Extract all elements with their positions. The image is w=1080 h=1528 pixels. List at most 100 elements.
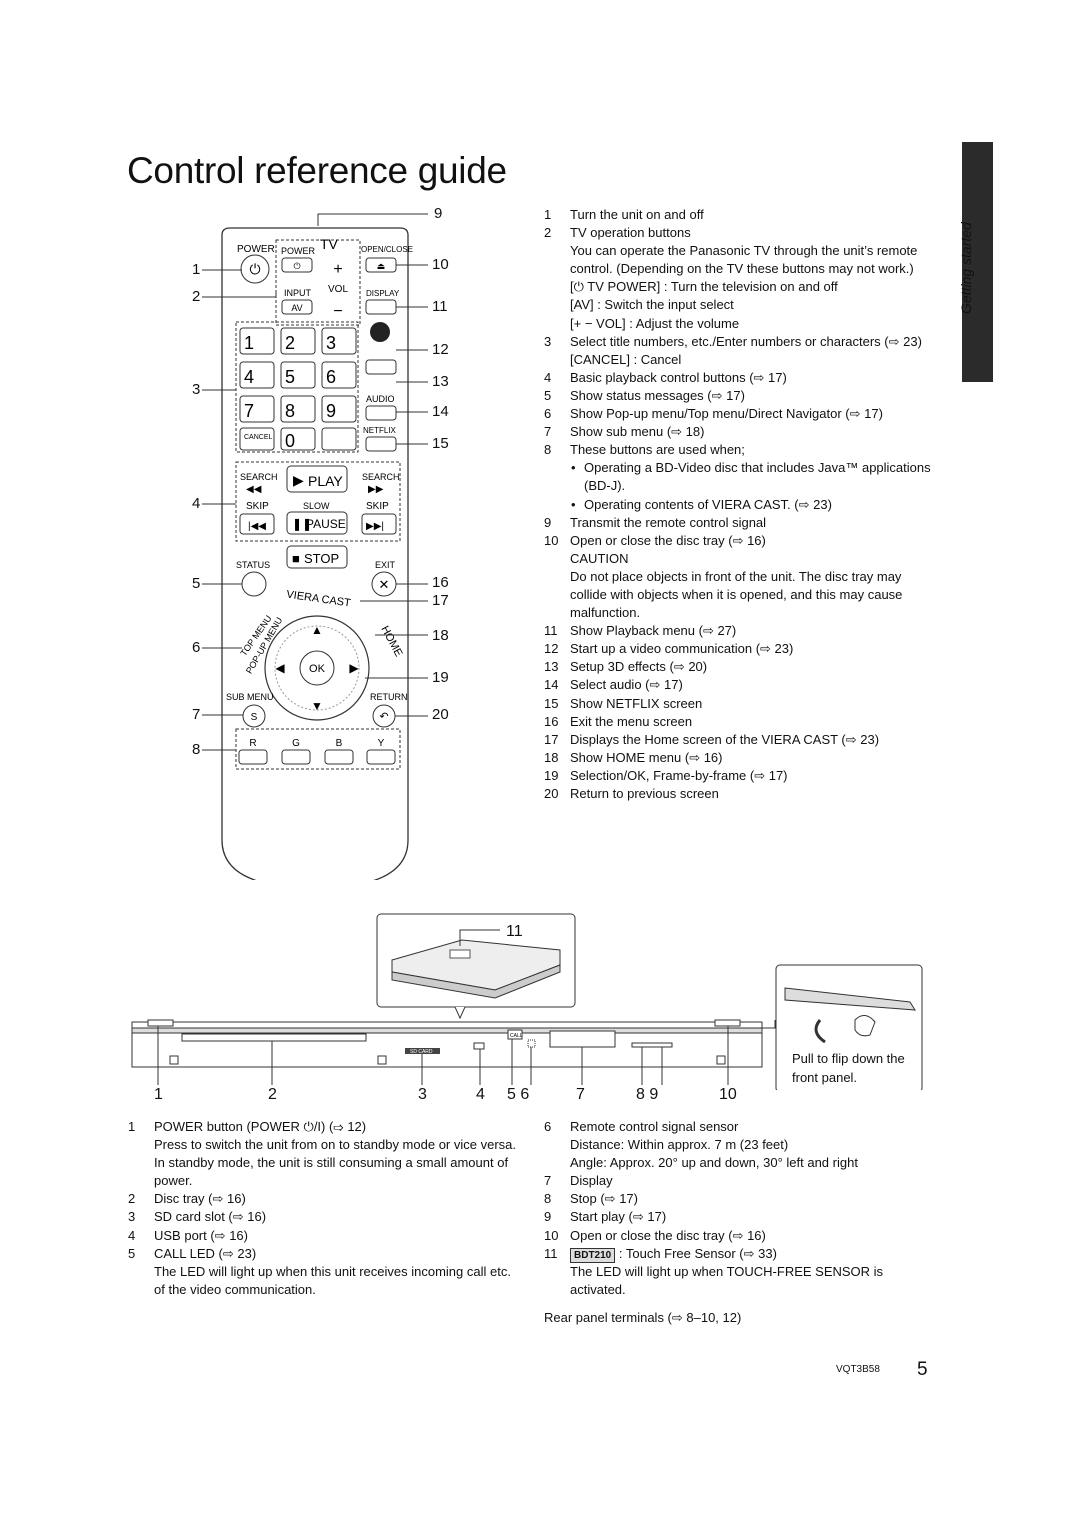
unit-number-7: 7	[576, 1086, 585, 1103]
svg-text:8: 8	[285, 401, 295, 421]
unit-number-2: 2	[268, 1086, 277, 1103]
svg-text:6: 6	[326, 367, 336, 387]
av-button	[281, 299, 313, 315]
netflix-button	[365, 436, 397, 452]
svg-text:STATUS: STATUS	[236, 560, 270, 570]
list-item: [CANCEL] : Cancel	[570, 351, 682, 367]
svg-text:TV: TV	[320, 236, 339, 252]
unit-number-8-9: 8 9	[636, 1086, 659, 1103]
list-item: Angle: Approx. 20° up and down, 30° left…	[570, 1155, 858, 1171]
svg-text:SD CARD: SD CARD	[410, 1049, 433, 1055]
unit-callout-11: 11	[506, 923, 523, 940]
callout-11: 11	[432, 298, 448, 315]
svg-text:NETFLIX: NETFLIX	[363, 426, 397, 435]
svg-text:▲: ▲	[311, 623, 323, 637]
callout-15: 15	[432, 435, 449, 452]
svg-text:EXIT: EXIT	[375, 560, 396, 570]
callout-5: 5	[192, 575, 201, 592]
caution-heading: CAUTION	[570, 550, 629, 566]
tv-power-button	[281, 257, 313, 273]
svg-text:B: B	[336, 738, 343, 749]
svg-text:|◀◀: |◀◀	[248, 521, 266, 532]
svg-text:2: 2	[285, 333, 295, 353]
display-button	[365, 299, 397, 315]
svg-text:OPEN/CLOSE: OPEN/CLOSE	[361, 245, 413, 254]
svg-text:STOP: STOP	[304, 551, 339, 566]
svg-text:+: +	[333, 261, 342, 278]
svg-text:3: 3	[326, 333, 336, 353]
svg-text:⏏: ⏏	[377, 261, 386, 271]
section-tab	[962, 142, 993, 382]
ok-button	[299, 650, 335, 686]
unit-number-3: 3	[418, 1086, 427, 1103]
unit-number-1: 1	[154, 1086, 163, 1103]
callout-8: 8	[192, 741, 201, 758]
svg-text:9: 9	[326, 401, 336, 421]
callout-19: 19	[432, 669, 449, 686]
3d-button	[365, 359, 397, 375]
svg-text:▶: ▶	[349, 661, 359, 675]
svg-text:RETURN: RETURN	[370, 692, 408, 702]
page-number: 5	[917, 1359, 928, 1380]
stop-button	[286, 545, 348, 569]
flip-note: Pull to flip down the front panel.	[792, 1051, 905, 1085]
svg-text:CALL: CALL	[510, 1033, 523, 1039]
callout-17: 17	[432, 592, 449, 609]
document-code: VQT3B58	[836, 1364, 880, 1375]
svg-text:◀◀: ◀◀	[246, 484, 262, 495]
unit-number-5-6: 5 6	[507, 1086, 530, 1103]
svg-text:−: −	[333, 303, 342, 320]
svg-text:0: 0	[285, 431, 295, 451]
list-item: [⏻ TV POWER] : Turn the television on an…	[570, 279, 838, 295]
list-item: You can operate the Panasonic TV through…	[570, 243, 918, 277]
callout-7: 7	[192, 706, 201, 723]
status-button	[241, 571, 267, 597]
callout-18: 18	[432, 627, 449, 644]
tv-power-label: POWER	[281, 246, 316, 256]
svg-text:7: 7	[244, 401, 254, 421]
svg-text:1: 1	[244, 333, 254, 353]
callout-10: 10	[432, 256, 449, 273]
svg-text:▶: ▶	[293, 472, 304, 488]
svg-text:SUB MENU: SUB MENU	[226, 692, 274, 702]
sub-menu-button	[242, 704, 266, 728]
skype-button	[370, 322, 390, 342]
remote-control-illustration: POWER ⏻ POWER ⏻ TV + VOL − INPUT AV OPEN…	[202, 213, 428, 880]
unit-illustration: SD CARD CALL	[131, 913, 923, 1090]
svg-text:R: R	[249, 738, 256, 749]
svg-text:G: G	[292, 738, 300, 749]
callout-14: 14	[432, 403, 449, 420]
svg-text:4: 4	[244, 367, 254, 387]
power-button	[240, 254, 270, 284]
svg-text:S: S	[251, 712, 258, 723]
svg-text:▼: ▼	[311, 699, 323, 713]
svg-text:CANCEL: CANCEL	[244, 434, 273, 441]
callout-4: 4	[192, 495, 201, 512]
callout-13: 13	[432, 373, 449, 390]
callout-9: 9	[434, 205, 443, 222]
page-title: Control reference guide	[127, 150, 507, 191]
callout-3: 3	[192, 381, 201, 398]
svg-text:■: ■	[292, 551, 300, 566]
